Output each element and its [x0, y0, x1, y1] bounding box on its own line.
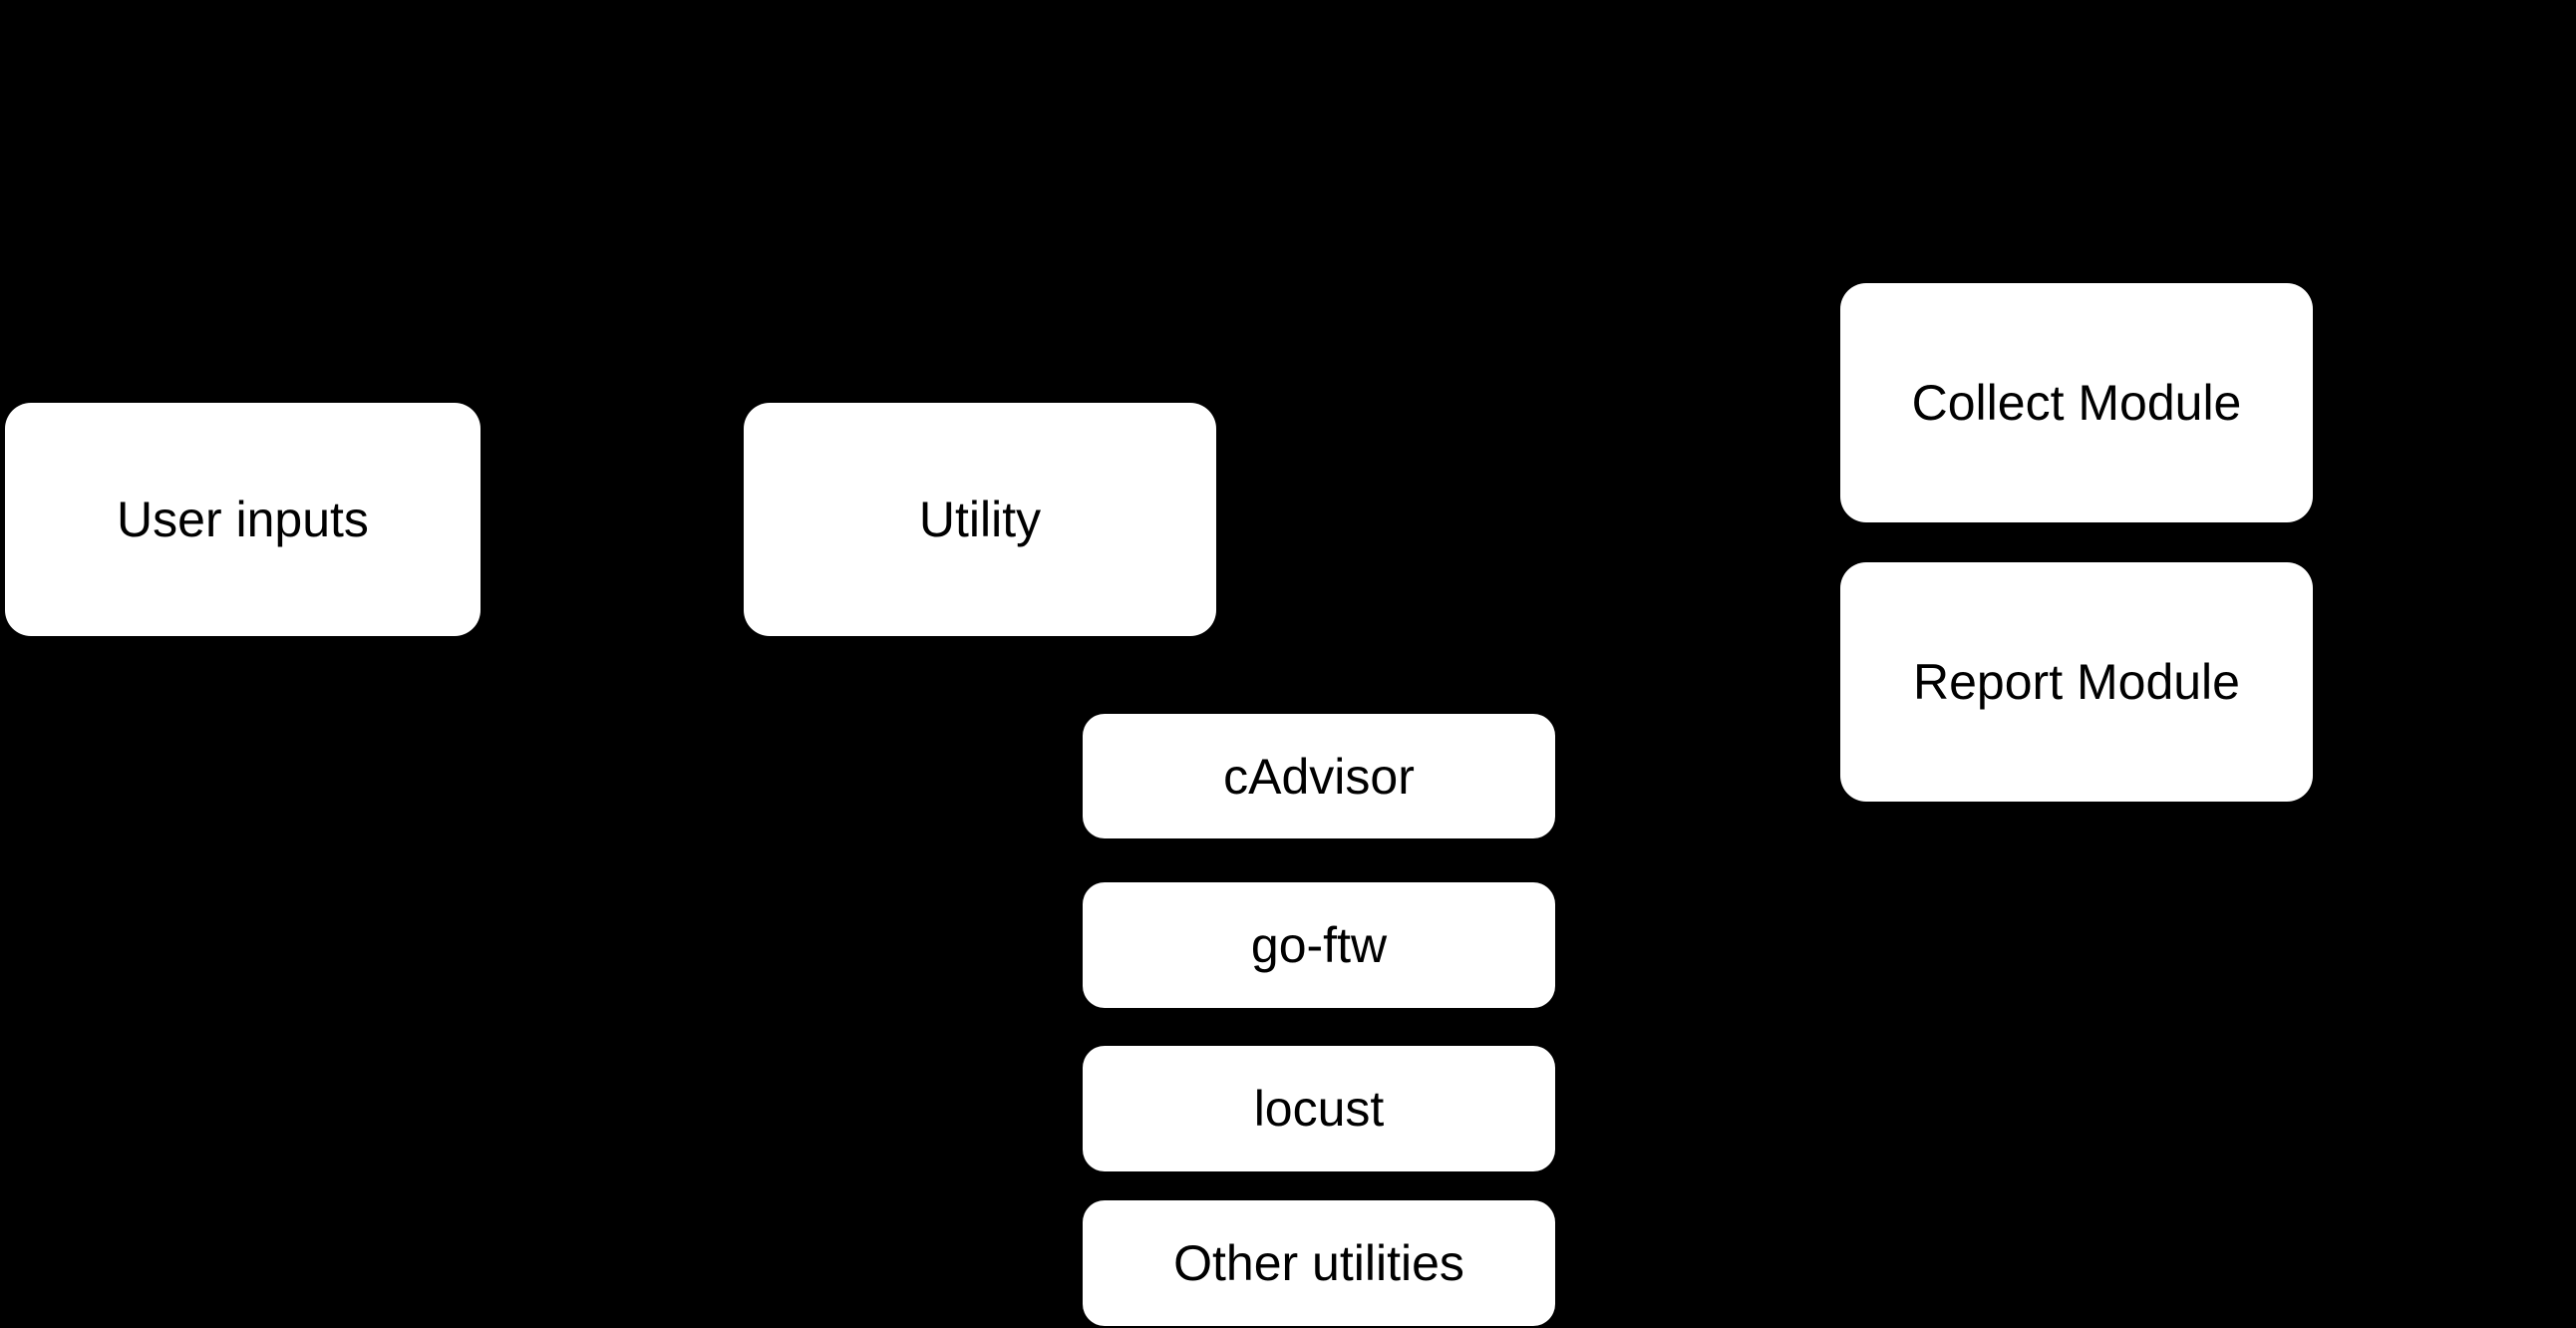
node-go-ftw-label: go-ftw [1250, 917, 1388, 973]
node-user-inputs-label: User inputs [117, 492, 369, 547]
node-locust-label: locust [1253, 1081, 1385, 1137]
node-user-inputs: User inputs [5, 403, 481, 636]
node-other-utilities: Other utilities [1083, 1200, 1555, 1326]
node-cadvisor: cAdvisor [1083, 714, 1555, 838]
node-locust: locust [1083, 1046, 1555, 1171]
node-go-ftw: go-ftw [1083, 882, 1555, 1008]
node-collect-module: Collect Module [1840, 283, 2313, 522]
node-other-utilities-label: Other utilities [1173, 1235, 1464, 1291]
node-utility: Utility [744, 403, 1216, 636]
node-collect-module-label: Collect Module [1911, 375, 2242, 431]
node-utility-label: Utility [918, 492, 1042, 547]
node-report-module: Report Module [1840, 562, 2313, 802]
node-cadvisor-label: cAdvisor [1223, 748, 1415, 805]
node-report-module-label: Report Module [1913, 654, 2240, 710]
